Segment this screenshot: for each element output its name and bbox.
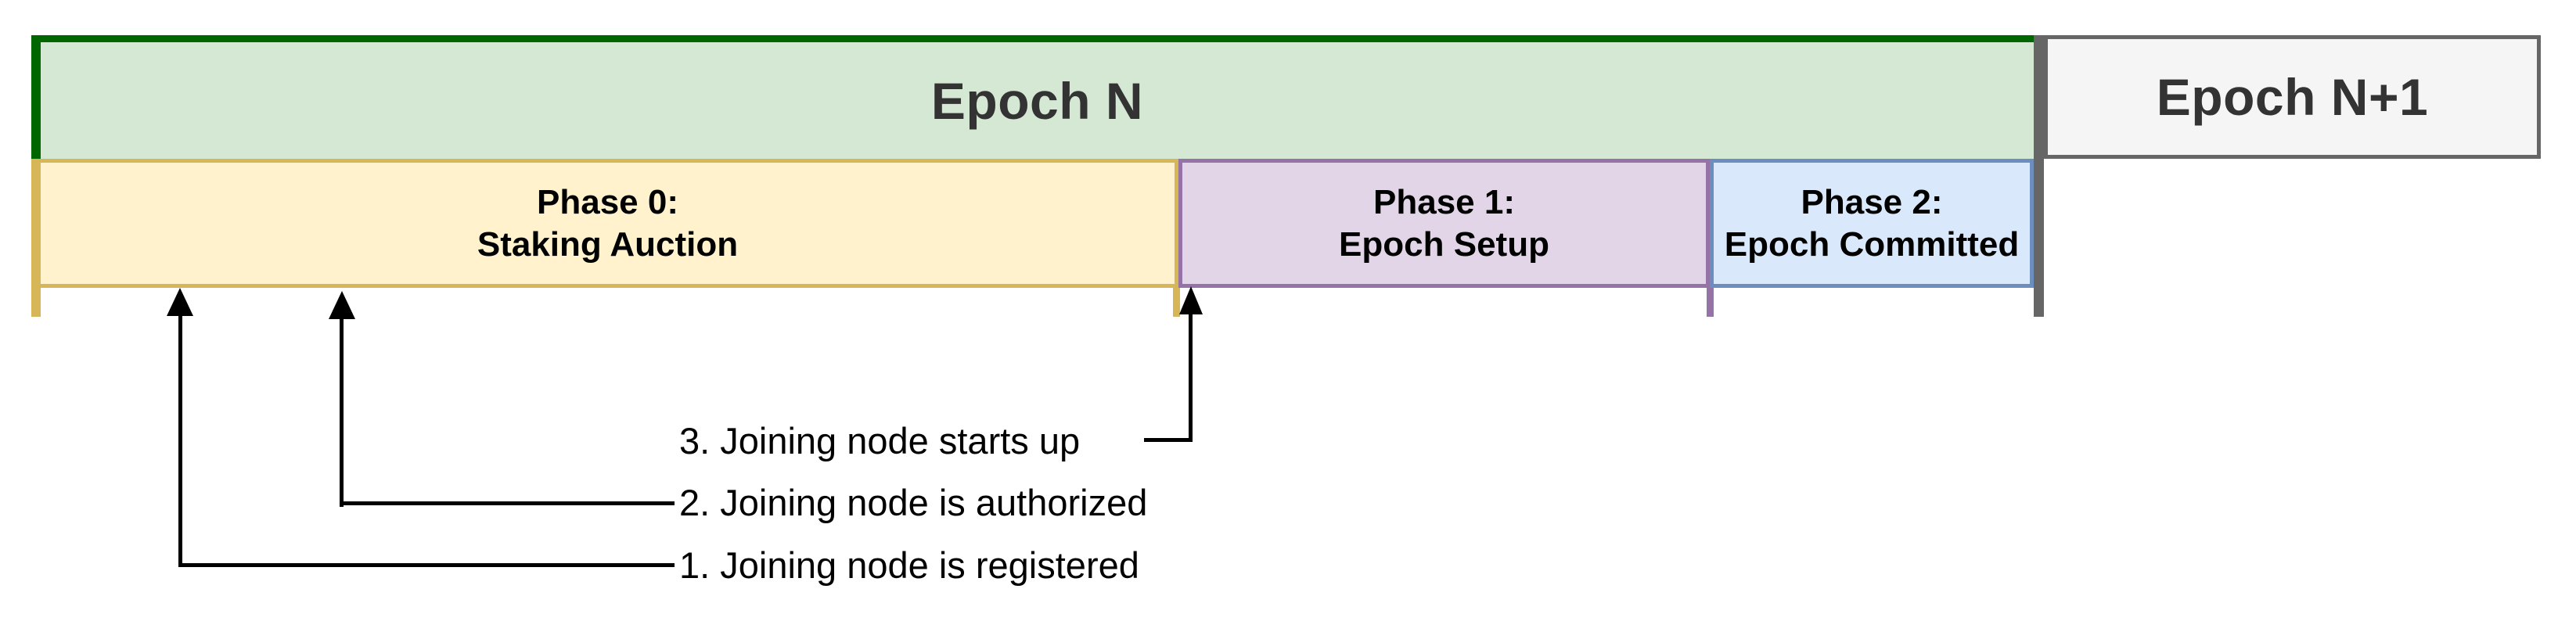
arrow-2-horizontal-line xyxy=(340,501,675,505)
phase-1-title: Phase 1: xyxy=(1373,182,1515,221)
epoch-n1-bar: Epoch N+1 xyxy=(2044,35,2541,159)
phase-0-staking-auction-box: Phase 0: Staking Auction xyxy=(31,159,1178,288)
phase-1-subtitle: Epoch Setup xyxy=(1339,224,1549,264)
epoch-boundary-divider xyxy=(2034,35,2044,317)
arrow-3-vertical-line xyxy=(1189,311,1193,442)
phase-0-subtitle: Staking Auction xyxy=(477,224,739,264)
phase-2-epoch-committed-box: Phase 2: Epoch Committed xyxy=(1710,159,2034,288)
arrow-1-horizontal-line xyxy=(178,563,675,567)
arrow-up-icon xyxy=(1179,286,1203,314)
phase-2-subtitle: Epoch Committed xyxy=(1724,224,2020,264)
arrow-1-vertical-line xyxy=(178,313,182,567)
tick-phase1-phase2-boundary xyxy=(1707,288,1714,317)
annotation-node-starts-up: 3. Joining node starts up xyxy=(679,420,1081,461)
tick-epoch-start xyxy=(31,288,41,317)
epoch-n-bar: Epoch N xyxy=(31,35,2034,159)
epoch-n1-label: Epoch N+1 xyxy=(2156,68,2429,126)
annotation-node-authorized: 2. Joining node is authorized xyxy=(679,482,1148,523)
phase-1-epoch-setup-box: Phase 1: Epoch Setup xyxy=(1178,159,1710,288)
phase-0-title: Phase 0: xyxy=(537,182,678,221)
arrow-up-icon xyxy=(329,291,355,319)
epoch-n-label: Epoch N xyxy=(930,71,1144,130)
arrow-3-horizontal-line xyxy=(1144,438,1193,442)
annotation-node-registered: 1. Joining node is registered xyxy=(679,544,1139,586)
phase-2-title: Phase 2: xyxy=(1801,182,1943,221)
tick-phase0-phase1-boundary xyxy=(1173,288,1180,317)
arrow-up-icon xyxy=(167,288,193,316)
arrow-2-vertical-line xyxy=(340,316,344,507)
